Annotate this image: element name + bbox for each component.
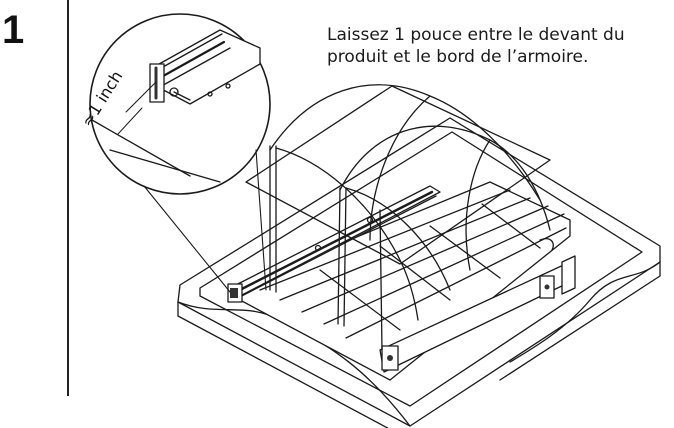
right-slide-rail <box>379 255 576 373</box>
instruction-text: Laissez 1 pouce entre le devant du produ… <box>327 25 625 67</box>
detail-callout-circle <box>89 13 271 293</box>
basket-wire-arches <box>245 84 554 351</box>
step-divider-line <box>67 0 69 396</box>
step-number: 1 <box>2 8 25 52</box>
basket-installation-illustration: ≈1 inch <box>77 13 661 428</box>
basket-base-frame <box>237 181 571 381</box>
front-slide-rail <box>227 185 441 303</box>
